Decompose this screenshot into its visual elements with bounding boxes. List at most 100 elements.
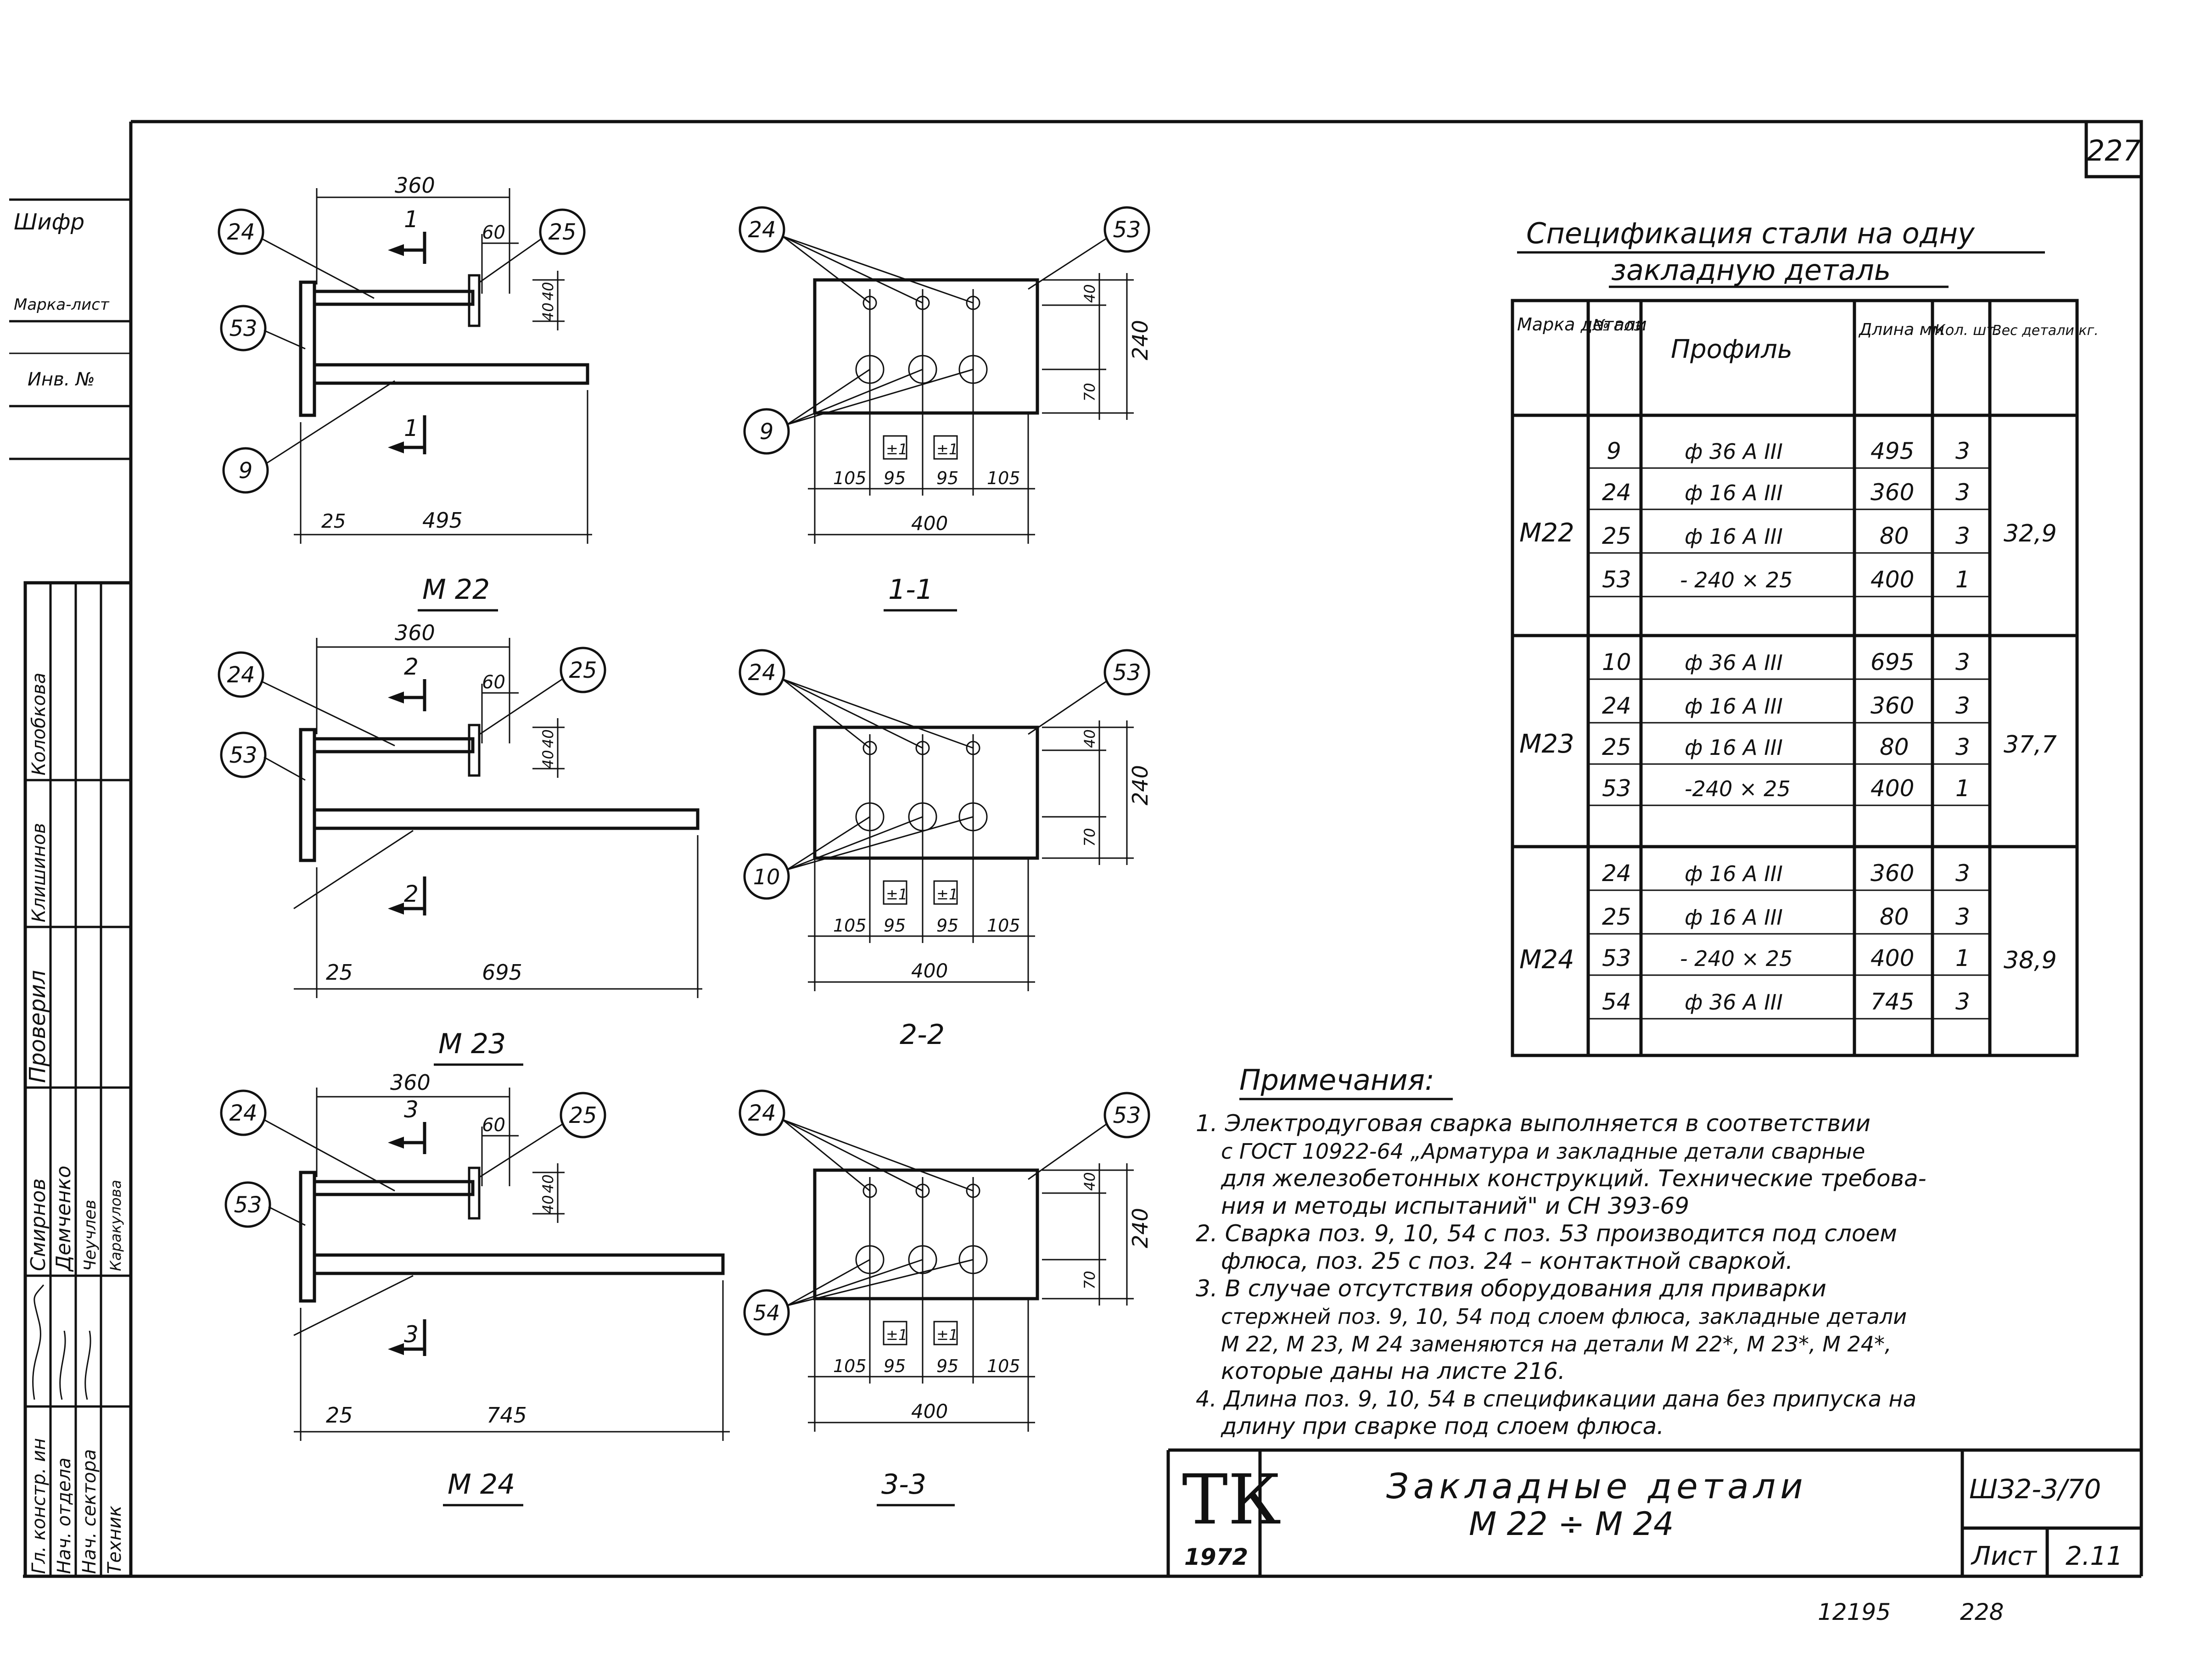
- cell-qty: 3: [1955, 438, 1970, 464]
- cell-length: 80: [1880, 734, 1909, 760]
- callout-25: 25: [569, 1103, 597, 1128]
- dim-70: 70: [1081, 828, 1098, 847]
- drawing-subtitle: М 22 ÷ М 24: [1469, 1505, 1674, 1543]
- note-line: 3. В случае отсутствия оборудования для …: [1196, 1275, 1826, 1302]
- dim-95a: 95: [884, 468, 906, 488]
- group-mark-m24: М24: [1519, 945, 1574, 975]
- dim-60: 60: [482, 222, 505, 243]
- dim-40: 40: [1081, 1172, 1098, 1191]
- header-mark: Марка детали: [1517, 314, 1647, 335]
- tolerance-mark: ±1: [936, 441, 958, 458]
- cell-profile: ф 16 А III: [1685, 861, 1783, 886]
- view-m22: 360 60 40 40 25 495 1 1 24 25 53 9 М: [218, 173, 592, 612]
- section-1-1: 105 95 95 105 400 ±1 ±1 40 240 70 24 53 …: [739, 206, 1153, 612]
- note-line: М 22, М 23, М 24 заменяются на детали М …: [1221, 1332, 1892, 1356]
- cell-qty: 1: [1955, 945, 1970, 971]
- cell-qty: 3: [1955, 904, 1970, 930]
- sheet-label: Лист: [1971, 1541, 2037, 1571]
- cell-pos: 25: [1602, 904, 1631, 930]
- cell-qty: 3: [1955, 988, 1970, 1015]
- section-label-2-2: 2-2: [900, 1019, 945, 1051]
- section-label-3-3: 3-3: [881, 1468, 926, 1501]
- note-line: флюса, поз. 25 с поз. 24 – контактной св…: [1221, 1248, 1793, 1274]
- cell-pos: 25: [1602, 523, 1631, 549]
- group-mark-m22: М22: [1519, 518, 1574, 548]
- cell-profile: - 240 × 25: [1680, 568, 1792, 592]
- name-technician: Каракулова: [107, 1180, 124, 1271]
- spec-table: Спецификация стали на одну закладную дет…: [1511, 217, 2099, 1057]
- role-technician: Техник: [104, 1506, 125, 1574]
- dim-25: 25: [326, 960, 353, 985]
- cell-pos: 24: [1602, 860, 1631, 887]
- dim-360: 360: [395, 620, 435, 645]
- cell-profile: ф 16 А III: [1685, 524, 1783, 549]
- group-weight-m22: 32,9: [2004, 520, 2057, 547]
- cell-qty: 3: [1955, 649, 1970, 675]
- notes: Примечания: 1. Электродуговая сварка вып…: [1196, 1063, 1926, 1440]
- section-mark-top: 3: [404, 1096, 419, 1123]
- title-block: ТК 1972 Закладные детали М 22 ÷ М 24 ШЗ2…: [1166, 1448, 2141, 1576]
- role-sector-head: Нач. сектора: [79, 1449, 100, 1574]
- note-line: для железобетонных конструкций. Техничес…: [1221, 1165, 1926, 1192]
- checked-by: Клишинов: [28, 823, 50, 922]
- section-3-3: 105 95 95 105 400 ±1 ±1 40 240 70 24 53 …: [739, 1089, 1153, 1507]
- dim-105b: 105: [987, 468, 1020, 488]
- header-pos: № поз.: [1592, 316, 1647, 335]
- dim-695: 695: [482, 960, 522, 985]
- tolerance-mark: ±1: [936, 1326, 958, 1344]
- cell-pos: 25: [1602, 734, 1631, 760]
- dim-40a: 40: [539, 282, 557, 301]
- cell-qty: 3: [1955, 479, 1970, 506]
- signature-scribble: [84, 1330, 91, 1400]
- dim-240: 240: [1128, 320, 1153, 360]
- cell-pos: 53: [1602, 566, 1631, 593]
- tk-logo: ТК: [1182, 1460, 1281, 1540]
- sheet-number-box: 227: [2084, 120, 2143, 179]
- dim-40: 40: [1081, 729, 1098, 748]
- callout-53: 53: [229, 316, 257, 341]
- note-line: ния и методы испытаний" и СН 393-69: [1221, 1193, 1689, 1219]
- view-m23: 360 60 40 40 25 695 2 2 24 25 53 М 23: [218, 620, 702, 1066]
- header-qty: Кол. шт.: [1935, 321, 1999, 339]
- tolerance-mark: ±1: [886, 441, 907, 458]
- section-mark-top: 1: [404, 206, 419, 233]
- spec-title-line2: закладную деталь: [1611, 253, 1891, 287]
- callout-53: 53: [229, 742, 257, 768]
- cell-length: 400: [1870, 945, 1914, 971]
- sheet-no: 2.11: [2066, 1541, 2123, 1571]
- group-weight-m24: 38,9: [2004, 947, 2057, 974]
- dim-105a: 105: [833, 915, 867, 936]
- group-weight-m23: 37,7: [2004, 731, 2057, 759]
- note-line: 1. Электродуговая сварка выполняется в с…: [1196, 1110, 1870, 1137]
- tolerance-mark: ±1: [886, 886, 907, 903]
- cell-profile: ф 16 А III: [1685, 694, 1783, 719]
- cell-pos: 54: [1602, 988, 1631, 1015]
- cell-qty: 3: [1955, 734, 1970, 760]
- callout-54: 54: [753, 1300, 780, 1325]
- name-dept-head: Демченко: [52, 1166, 75, 1272]
- dim-105b: 105: [987, 915, 1020, 936]
- dim-400: 400: [911, 512, 948, 535]
- name-sector-head: Чеучлев: [81, 1200, 100, 1271]
- cell-pos: 10: [1602, 649, 1631, 675]
- view-mark-m23: М 23: [438, 1028, 506, 1060]
- cell-length: 80: [1880, 904, 1909, 930]
- dim-40: 40: [1081, 284, 1098, 303]
- cell-length: 360: [1870, 479, 1914, 506]
- callout-53: 53: [1113, 217, 1141, 243]
- section-mark-bottom: 3: [404, 1321, 419, 1348]
- cell-length: 80: [1880, 523, 1909, 549]
- view-mark-m24: М 24: [448, 1468, 515, 1501]
- cell-profile: ф 36 А III: [1685, 650, 1783, 675]
- cell-pos: 53: [1602, 945, 1631, 971]
- cell-profile: ф 16 А III: [1685, 480, 1783, 505]
- cell-pos: 53: [1602, 775, 1631, 802]
- role-dept-head: Нач. отдела: [54, 1457, 75, 1574]
- dim-40a: 40: [539, 729, 557, 748]
- dim-495: 495: [422, 508, 463, 533]
- header-weight: Вес детали кг.: [1992, 323, 2099, 339]
- cell-profile: - 240 × 25: [1680, 946, 1792, 971]
- note-line: длину при сварке под слоем флюса.: [1221, 1413, 1664, 1440]
- drawing-title: Закладные детали: [1386, 1466, 1808, 1507]
